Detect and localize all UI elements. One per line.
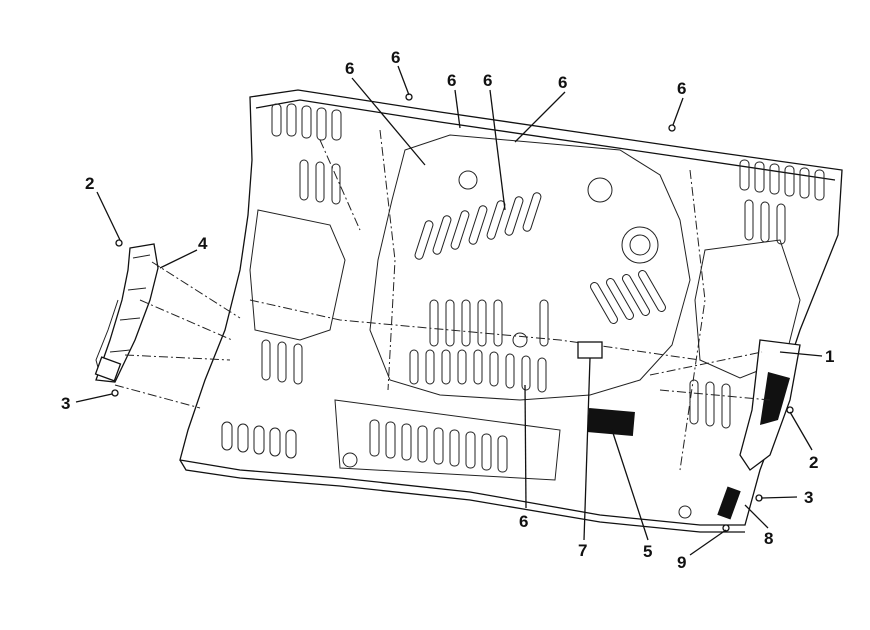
callout-8: 8 (764, 529, 773, 548)
callout-6-e: 6 (558, 73, 567, 92)
callout-1: 1 (825, 347, 834, 366)
callout-labels: 6 6 6 6 6 6 2 4 3 1 2 3 8 9 6 7 5 (61, 48, 834, 572)
callout-6-g: 6 (519, 512, 528, 531)
callout-6-b: 6 (391, 48, 400, 67)
callout-6-c: 6 (447, 71, 456, 90)
callout-5: 5 (643, 542, 652, 561)
callout-7: 7 (578, 541, 587, 560)
callout-6-a: 6 (345, 59, 354, 78)
callout-3-left: 3 (61, 394, 70, 413)
callout-2-left: 2 (85, 174, 94, 193)
floor-panel (179, 89, 843, 533)
callout-2-right: 2 (809, 453, 818, 472)
callout-3-right: 3 (804, 488, 813, 507)
callout-4: 4 (198, 234, 208, 253)
callout-6-f: 6 (677, 79, 686, 98)
leader-lines (75, 65, 823, 556)
callout-6-d: 6 (483, 71, 492, 90)
callout-9: 9 (677, 553, 686, 572)
assembly-lines (114, 261, 771, 409)
left-side-rail-part (94, 243, 159, 383)
